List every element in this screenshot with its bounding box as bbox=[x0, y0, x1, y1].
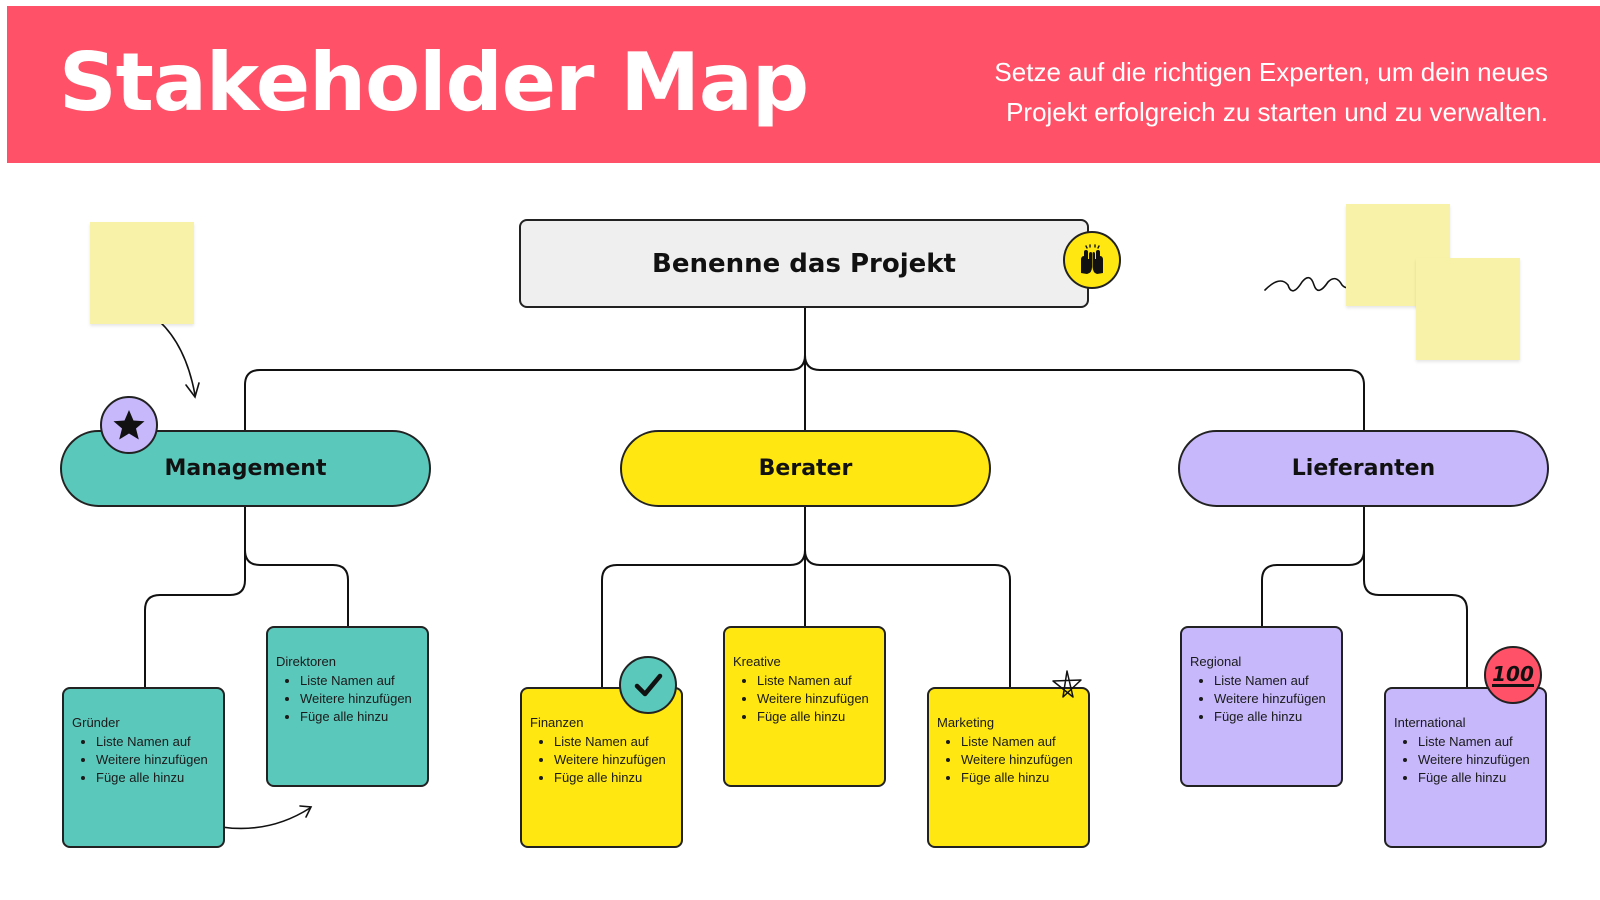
list-item: Liste Namen auf bbox=[961, 733, 1080, 751]
list-item: Weitere hinzufügen bbox=[1214, 690, 1333, 708]
card-title: International bbox=[1394, 715, 1466, 730]
category-label: Management bbox=[164, 456, 327, 481]
list-item: Füge alle hinzu bbox=[96, 769, 215, 787]
card-international[interactable]: International Liste Namen auf Weitere hi… bbox=[1384, 687, 1547, 848]
list-item: Liste Namen auf bbox=[757, 672, 876, 690]
list-item: Liste Namen auf bbox=[1418, 733, 1537, 751]
hundred-points-icon: 100 bbox=[1484, 646, 1542, 704]
list-item: Weitere hinzufügen bbox=[757, 690, 876, 708]
card-list: Liste Namen auf Weitere hinzufügen Füge … bbox=[1190, 672, 1333, 726]
connector-management-left bbox=[144, 507, 246, 687]
checkmark-icon-graphic bbox=[634, 673, 663, 697]
card-list: Liste Namen auf Weitere hinzufügen Füge … bbox=[733, 672, 876, 726]
list-item: Weitere hinzufügen bbox=[554, 751, 673, 769]
category-label: Lieferanten bbox=[1291, 456, 1436, 481]
sticky-arrow-doodle bbox=[151, 314, 196, 396]
card-kreative[interactable]: Kreative Liste Namen auf Weitere hinzufü… bbox=[723, 626, 886, 787]
hundred-points-label: 100 bbox=[1492, 661, 1534, 687]
connector-management-right bbox=[244, 549, 349, 626]
sticky-note[interactable] bbox=[90, 222, 194, 324]
connector-project-trunk bbox=[244, 308, 806, 430]
page-title: Stakeholder Map bbox=[59, 36, 809, 129]
card-gruender[interactable]: Gründer Liste Namen auf Weitere hinzufüg… bbox=[62, 687, 225, 848]
subtitle-line-2: Projekt erfolgreich zu starten und zu ve… bbox=[1006, 97, 1548, 127]
connector-berater-right bbox=[804, 549, 1011, 687]
list-item: Liste Namen auf bbox=[300, 672, 419, 690]
list-item: Füge alle hinzu bbox=[300, 708, 419, 726]
list-item: Weitere hinzufügen bbox=[300, 690, 419, 708]
squiggle-arrow-doodle bbox=[1264, 276, 1363, 292]
subtitle-line-1: Setze auf die richtigen Experten, um dei… bbox=[994, 57, 1548, 87]
raised-hands-icon bbox=[1063, 231, 1121, 289]
list-item: Füge alle hinzu bbox=[961, 769, 1080, 787]
star-icon bbox=[100, 396, 158, 454]
list-item: Liste Namen auf bbox=[554, 733, 673, 751]
connector-project-right bbox=[804, 354, 1365, 430]
card-marketing[interactable]: Marketing Liste Namen auf Weitere hinzuf… bbox=[927, 687, 1090, 848]
card-regional[interactable]: Regional Liste Namen auf Weitere hinzufü… bbox=[1180, 626, 1343, 787]
category-lieferanten[interactable]: Lieferanten bbox=[1178, 430, 1549, 507]
doodle-star-icon bbox=[1052, 670, 1082, 698]
card-title: Finanzen bbox=[530, 715, 584, 730]
list-item: Füge alle hinzu bbox=[554, 769, 673, 787]
header-banner: Stakeholder Map Setze auf die richtigen … bbox=[7, 6, 1600, 163]
card-title: Direktoren bbox=[276, 654, 336, 669]
card-title: Gründer bbox=[72, 715, 120, 730]
card-list: Liste Namen auf Weitere hinzufügen Füge … bbox=[276, 672, 419, 726]
connector-lieferanten-right bbox=[1363, 550, 1468, 687]
category-management[interactable]: Management bbox=[60, 430, 431, 507]
card-title: Regional bbox=[1190, 654, 1242, 669]
card-direktoren[interactable]: Direktoren Liste Namen auf Weitere hinzu… bbox=[266, 626, 429, 787]
card-finanzen[interactable]: Finanzen Liste Namen auf Weitere hinzufü… bbox=[520, 687, 683, 848]
card-list: Liste Namen auf Weitere hinzufügen Füge … bbox=[530, 733, 673, 787]
category-berater[interactable]: Berater bbox=[620, 430, 991, 507]
star-icon-graphic bbox=[113, 410, 145, 440]
list-item: Liste Namen auf bbox=[1214, 672, 1333, 690]
list-item: Weitere hinzufügen bbox=[96, 751, 215, 769]
list-item: Füge alle hinzu bbox=[1214, 708, 1333, 726]
page-subtitle: Setze auf die richtigen Experten, um dei… bbox=[908, 52, 1548, 132]
connector-lieferanten-left bbox=[1261, 507, 1365, 626]
card-list: Liste Namen auf Weitere hinzufügen Füge … bbox=[1394, 733, 1537, 787]
curved-arrow-head-right bbox=[299, 805, 313, 818]
list-item: Weitere hinzufügen bbox=[1418, 751, 1537, 769]
sticky-arrow-head bbox=[185, 382, 200, 399]
project-label: Benenne das Projekt bbox=[652, 248, 956, 279]
sticky-note[interactable] bbox=[1416, 258, 1520, 360]
category-label: Berater bbox=[758, 456, 853, 481]
card-list: Liste Namen auf Weitere hinzufügen Füge … bbox=[937, 733, 1080, 787]
card-title: Kreative bbox=[733, 654, 781, 669]
card-list: Liste Namen auf Weitere hinzufügen Füge … bbox=[72, 733, 215, 787]
card-title: Marketing bbox=[937, 715, 995, 730]
list-item: Füge alle hinzu bbox=[757, 708, 876, 726]
list-item: Weitere hinzufügen bbox=[961, 751, 1080, 769]
raised-hands-icon-graphic bbox=[1081, 244, 1103, 274]
list-item: Füge alle hinzu bbox=[1418, 769, 1537, 787]
list-item: Liste Namen auf bbox=[96, 733, 215, 751]
project-name-box[interactable]: Benenne das Projekt bbox=[519, 219, 1089, 308]
checkmark-icon bbox=[619, 656, 677, 714]
